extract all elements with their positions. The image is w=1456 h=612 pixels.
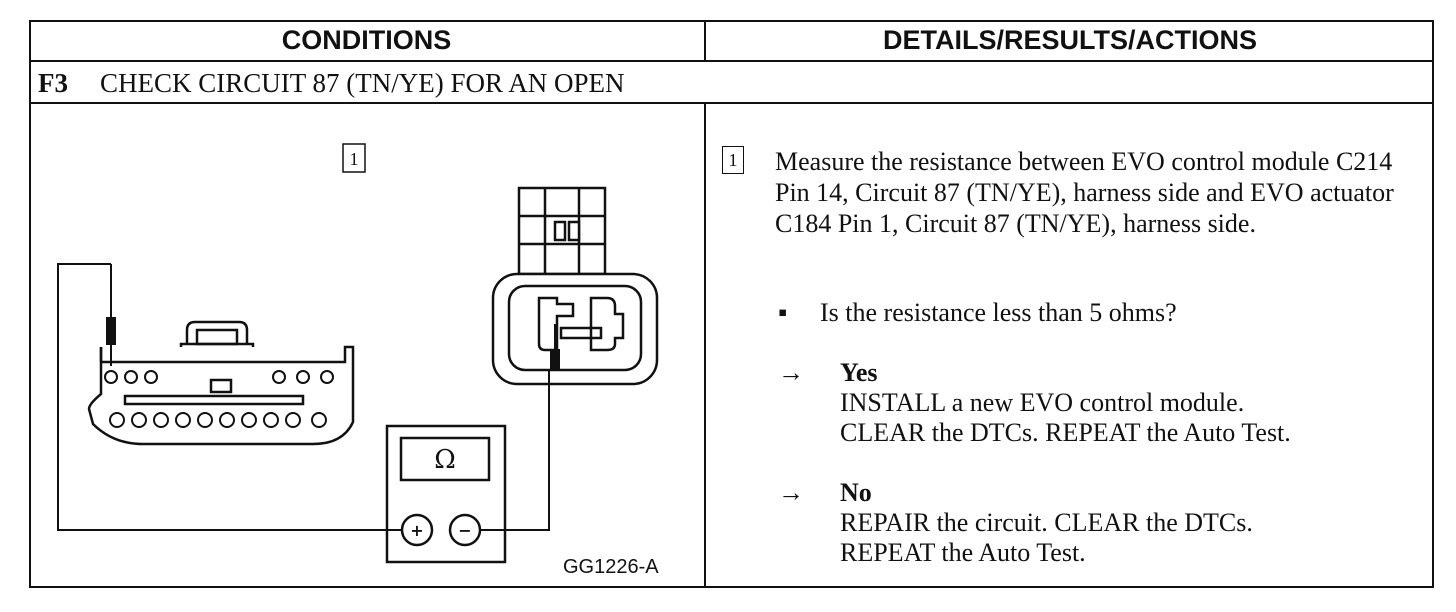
plus-terminal: + [410,521,423,540]
step-id: F3 [38,67,68,98]
minus-terminal: − [458,521,471,540]
column-divider-body [704,102,706,588]
step-title-row: F3 CHECK CIRCUIT 87 (TN/YE) FOR AN OPEN [38,64,625,102]
no-label: No [840,478,872,507]
yes-action-1: INSTALL a new EVO control module. [840,388,1245,417]
no-action-1: REPAIR the circuit. CLEAR the DTCs. [840,508,1253,537]
conditions-header: CONDITIONS [281,24,452,55]
answer-no: → No REPAIR the circuit. CLEAR the DTCs.… [778,478,1253,568]
figure-callout: 1 [350,149,359,169]
wiring-diagram: 1 [57,143,659,564]
connector-pins-top [104,370,334,384]
answer-yes: → Yes INSTALL a new EVO control module. … [778,358,1291,448]
procedure-table [29,20,1434,588]
details-callout: 1 [722,146,744,174]
control-module-connector [87,320,355,446]
header-divider [29,60,1434,62]
question-text: Is the resistance less than 5 ohms? [820,298,1177,327]
yes-label: Yes [840,358,878,387]
ohm-symbol: Ω [434,445,456,475]
step-row-divider [29,102,1434,104]
connector-pins-bottom [109,412,327,428]
actuator-connector [491,186,659,386]
question: ▪ Is the resistance less than 5 ohms? [778,298,1177,328]
probe-left [106,264,116,366]
bullet-icon: ▪ [778,298,788,327]
ohmmeter [385,424,507,564]
details-header: DETAILS/RESULTS/ACTIONS [882,24,1257,55]
column-divider-top [704,20,706,62]
arrow-icon: → [778,478,804,507]
arrow-icon: → [778,358,804,387]
yes-action-2: CLEAR the DTCs. REPEAT the Auto Test. [840,418,1291,447]
no-action-2: REPEAT the Auto Test. [840,538,1086,567]
step-title: CHECK CIRCUIT 87 (TN/YE) FOR AN OPEN [100,67,625,98]
instruction-text: Measure the resistance between EVO contr… [775,147,1394,238]
figure-id: GG1226-A [563,556,659,578]
test-leads [57,263,555,531]
